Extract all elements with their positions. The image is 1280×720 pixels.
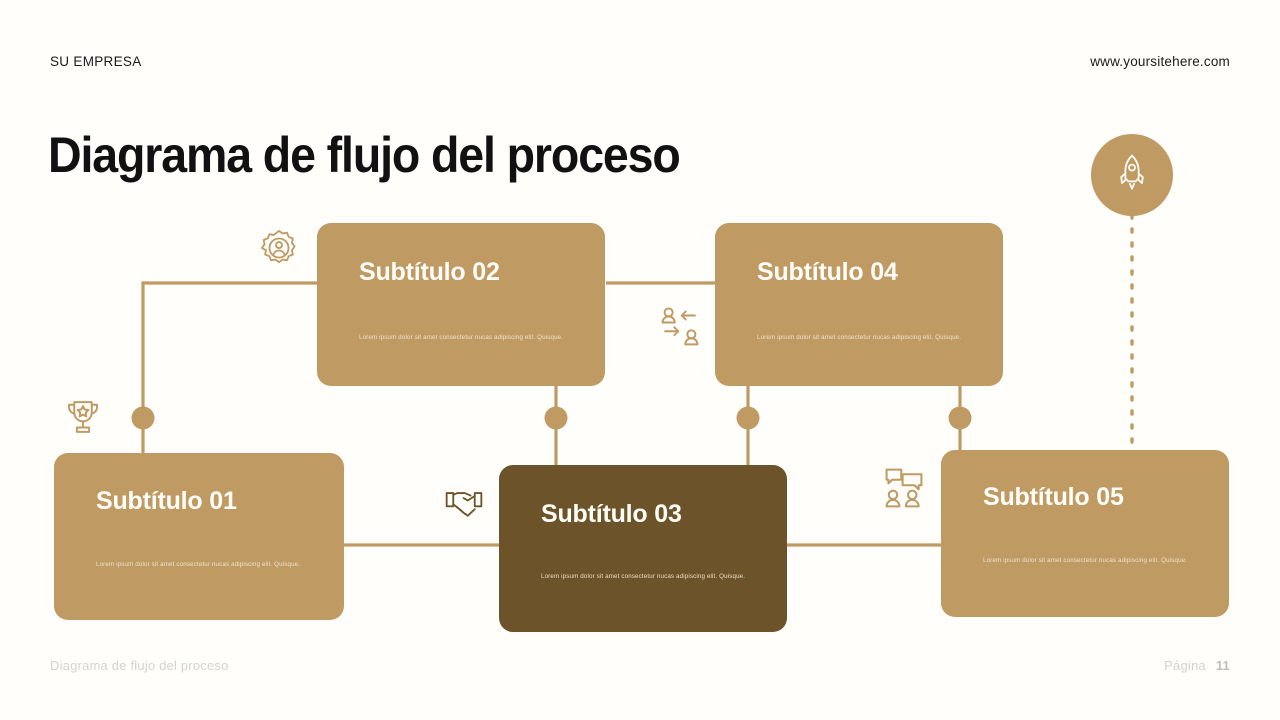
trophy-icon xyxy=(62,396,104,438)
card-body: Lorem ipsum dolor sit amet consectetur n… xyxy=(541,573,746,580)
process-card-03[interactable]: Subtítulo 03 Lorem ipsum dolor sit amet … xyxy=(499,465,787,632)
card-title: Subtítulo 02 xyxy=(359,258,500,286)
junction-dot xyxy=(544,406,568,430)
process-card-04[interactable]: Subtítulo 04 Lorem ipsum dolor sit amet … xyxy=(715,223,1003,386)
junction-dot xyxy=(736,406,760,430)
website-url: www.yoursitehere.com xyxy=(1090,54,1230,69)
discussion-icon xyxy=(882,466,926,510)
process-card-02[interactable]: Subtítulo 02 Lorem ipsum dolor sit amet … xyxy=(317,223,605,386)
company-name: SU EMPRESA xyxy=(50,54,142,69)
rocket-icon xyxy=(1112,153,1152,198)
process-card-05[interactable]: Subtítulo 05 Lorem ipsum dolor sit amet … xyxy=(941,450,1229,617)
page-title: Diagrama de flujo del proceso xyxy=(48,127,681,183)
card-body: Lorem ipsum dolor sit amet consectetur n… xyxy=(96,561,301,568)
card-body: Lorem ipsum dolor sit amet consectetur n… xyxy=(983,557,1188,564)
card-body: Lorem ipsum dolor sit amet consectetur n… xyxy=(359,334,564,341)
rocket-badge xyxy=(1091,134,1173,216)
user-settings-icon xyxy=(259,228,299,268)
junction-dot xyxy=(131,406,155,430)
page-number: 11 xyxy=(1215,658,1230,673)
card-title: Subtítulo 01 xyxy=(96,487,237,515)
card-title: Subtítulo 03 xyxy=(541,500,682,528)
card-title: Subtítulo 04 xyxy=(757,258,898,286)
card-title: Subtítulo 05 xyxy=(983,483,1124,511)
junction-dot xyxy=(948,406,972,430)
footer-label: Diagrama de flujo del proceso xyxy=(50,658,229,673)
user-exchange-icon xyxy=(659,305,701,347)
process-card-01[interactable]: Subtítulo 01 Lorem ipsum dolor sit amet … xyxy=(54,453,344,620)
card-body: Lorem ipsum dolor sit amet consectetur n… xyxy=(757,334,962,341)
footer-pagination: Página 11 xyxy=(1164,658,1230,673)
page-word: Página xyxy=(1164,658,1206,673)
handshake-icon xyxy=(444,484,484,522)
